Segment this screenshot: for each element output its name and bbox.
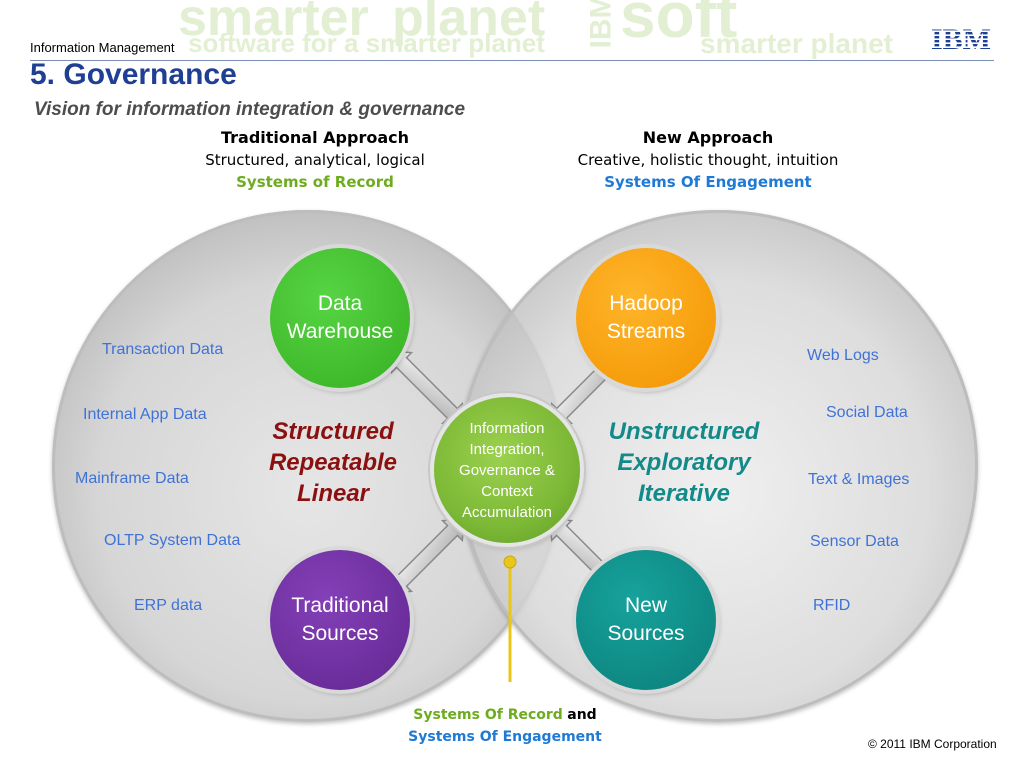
source-mainframe-data: Mainframe Data — [75, 470, 189, 487]
background-word-smarter-planet: smarter planet — [700, 28, 893, 59]
center-line-2: Integration, — [469, 440, 545, 458]
new-heading-block: New Approach Creative, holistic thought,… — [548, 127, 868, 193]
unstructured-line-1: Unstructured — [608, 418, 760, 445]
source-internal-app-data: Internal App Data — [83, 406, 207, 423]
new-sources-line-2: Sources — [607, 622, 685, 645]
background-tagline: software for a smarter planet — [188, 28, 545, 58]
traditional-heading: Traditional Approach — [221, 128, 409, 147]
footer-and: and — [567, 707, 597, 723]
integration-governance-node: Information Integration, Governance & Co… — [434, 397, 580, 543]
source-erp-data: ERP data — [134, 597, 203, 614]
background-word-soft: soft — [620, 0, 738, 51]
source-text-images: Text & Images — [808, 471, 910, 488]
source-oltp-system-data: OLTP System Data — [104, 532, 241, 549]
data-warehouse-line-1: Data — [317, 292, 363, 315]
center-line-1: Information — [469, 419, 545, 437]
page-title: 5. Governance — [30, 58, 237, 91]
section-label: Information Management — [30, 40, 175, 55]
source-social-data: Social Data — [826, 404, 908, 421]
source-transaction-data: Transaction Data — [102, 341, 224, 358]
ibm-logo-text: IBM — [931, 24, 991, 52]
new-heading: New Approach — [642, 128, 774, 147]
source-sensor-data: Sensor Data — [810, 533, 899, 550]
unstructured-label: Unstructured Exploratory Iterative — [586, 416, 782, 509]
hadoop-line-1: Hadoop — [609, 292, 683, 315]
center-line-4: Context — [481, 482, 533, 500]
systems-of-engagement-label: Systems Of Engagement — [604, 173, 812, 191]
hadoop-line-2: Streams — [606, 320, 686, 343]
source-web-logs: Web Logs — [807, 347, 879, 364]
traditional-description: Structured, analytical, logical — [205, 151, 425, 169]
traditional-sources-line-1: Traditional — [291, 594, 389, 617]
unstructured-line-3: Iterative — [637, 480, 731, 507]
structured-label: Structured Repeatable Linear — [240, 416, 426, 509]
systems-of-record-label: Systems of Record — [236, 173, 394, 191]
new-sources-node: New Sources — [576, 550, 716, 690]
center-line-3: Governance & — [459, 461, 555, 479]
data-warehouse-node: Data Warehouse — [270, 248, 410, 388]
traditional-sources-line-2: Sources — [301, 622, 379, 645]
structured-line-3: Linear — [296, 480, 370, 507]
header-rule — [30, 60, 994, 61]
traditional-sources-node: Traditional Sources — [270, 550, 410, 690]
copyright: © 2011 IBM Corporation — [868, 737, 997, 751]
center-line-5: Accumulation — [461, 503, 553, 521]
traditional-heading-block: Traditional Approach Structured, analyti… — [175, 127, 455, 193]
footer-systems-of-engagement: Systems Of Engagement — [408, 729, 602, 745]
background-word-smarter: smarter — [178, 0, 369, 47]
ibm-logo: IBM — [926, 23, 996, 56]
footer-connector-dot — [503, 555, 517, 569]
data-warehouse-line-2: Warehouse — [286, 320, 394, 343]
structured-line-1: Structured — [272, 418, 394, 445]
background-word-planet: planet — [392, 0, 546, 47]
unstructured-line-2: Exploratory — [617, 449, 751, 476]
new-description: Creative, holistic thought, intuition — [577, 151, 839, 169]
hadoop-streams-node: Hadoop Streams — [576, 248, 716, 388]
new-sources-line-1: New — [624, 594, 667, 617]
page-subtitle: Vision for information integration & gov… — [34, 99, 466, 120]
source-rfid: RFID — [813, 597, 851, 614]
footer-caption: Systems Of Record and Systems Of Engagem… — [370, 704, 640, 748]
structured-line-2: Repeatable — [268, 449, 398, 476]
footer-systems-of-record: Systems Of Record — [413, 707, 563, 723]
